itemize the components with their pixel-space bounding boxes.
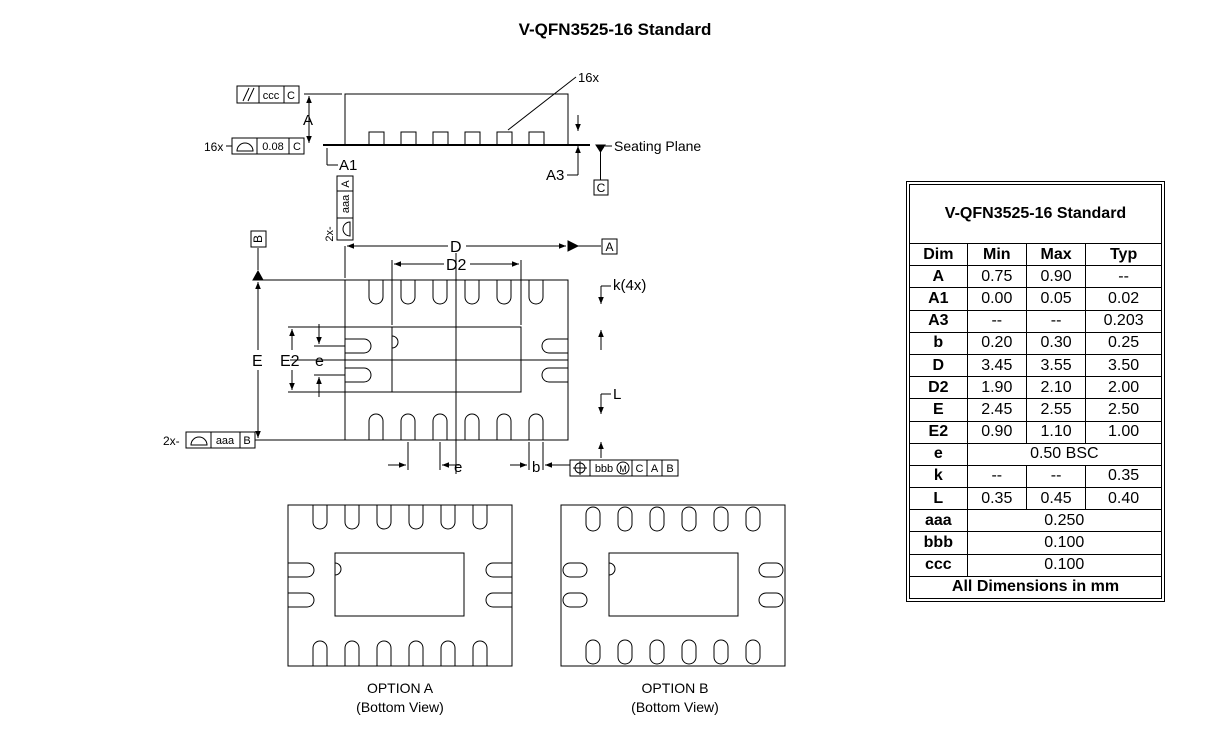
svg-text:A: A [651, 463, 659, 475]
svg-text:B: B [251, 235, 265, 243]
option-b-view [560, 504, 786, 667]
svg-text:C: C [287, 90, 295, 102]
fcf-parallelism: ccc C [236, 85, 300, 104]
table-footer: All Dimensions in mm [909, 575, 1162, 600]
option-b-label: OPTION B (Bottom View) [575, 679, 775, 717]
header-min: Min [966, 242, 1027, 267]
right-leads [541, 338, 568, 383]
label-dim-e-side: e [315, 353, 324, 370]
header-max: Max [1025, 242, 1087, 267]
option-a-label: OPTION A (Bottom View) [300, 679, 500, 717]
header-dim: Dim [909, 242, 968, 267]
page-title: V-QFN3525-16 Standard [518, 20, 712, 39]
svg-text:0.08: 0.08 [262, 141, 283, 153]
label-dim-D2: D2 [446, 257, 467, 274]
svg-text:A: A [605, 240, 613, 254]
fcf-profile-vertical: A aaa 2x- [324, 175, 354, 242]
profile-icon [236, 142, 254, 152]
option-a-view-caption: (Bottom View) [356, 699, 444, 715]
svg-text:B: B [243, 435, 250, 447]
option-b-top-leads [585, 506, 761, 532]
fcf-profile-bottom: aaa B [185, 431, 256, 449]
label-dim-b: b [532, 459, 540, 476]
svg-text:B: B [666, 463, 673, 475]
label-dim-k: k(4x) [613, 277, 646, 294]
label-dim-L: L [613, 386, 621, 403]
svg-text:aaa: aaa [216, 435, 235, 447]
label-2x-left: 2x- [163, 434, 180, 448]
table-title: V-QFN3525-16 Standard [909, 184, 1162, 244]
top-leads [368, 280, 544, 305]
option-a-name: OPTION A [366, 680, 434, 696]
label-dim-e-bottom: e [454, 459, 462, 476]
label-16x-left: 16x [204, 140, 223, 154]
bottom-leads [368, 413, 544, 440]
svg-text:C: C [636, 463, 644, 475]
header-typ: Typ [1085, 242, 1162, 267]
option-b-bottom-leads [585, 639, 761, 665]
label-16x: 16x [578, 70, 599, 85]
label-dim-A1: A1 [339, 157, 357, 174]
main-view [252, 240, 611, 474]
side-view-leads [368, 131, 545, 146]
parallel-icon [242, 87, 250, 102]
option-a-top-leads [312, 505, 488, 530]
table-header-row: Dim Min Max Typ [909, 242, 1162, 267]
datum-C-box: C [593, 179, 609, 196]
side-view-body [344, 93, 569, 146]
svg-text:A: A [340, 180, 352, 188]
option-a-bottom-leads [312, 640, 488, 666]
label-dim-E2: E2 [280, 353, 300, 370]
option-a-view [287, 504, 513, 667]
left-leads [345, 338, 372, 383]
svg-text:C: C [293, 141, 301, 153]
profile-icon [190, 436, 208, 446]
label-seating-plane: Seating Plane [614, 138, 701, 154]
side-view [304, 76, 612, 180]
option-b-name: OPTION B [641, 680, 709, 696]
profile-icon [342, 221, 351, 237]
svg-text:bbb: bbb [595, 463, 613, 475]
table-row: k----0.35 [909, 464, 1162, 489]
svg-text:2x-: 2x- [324, 226, 336, 242]
svg-text:M: M [619, 464, 627, 474]
fcf-profile-side: 0.08 C [231, 137, 305, 155]
mmc-modifier-icon [616, 461, 630, 475]
label-dim-E: E [252, 353, 263, 370]
table-row: A3----0.203 [909, 309, 1162, 333]
svg-text:ccc: ccc [263, 90, 280, 102]
fcf-position: bbb M C A B [569, 459, 679, 477]
datum-B-box: B [250, 230, 267, 248]
option-b-view-caption: (Bottom View) [631, 699, 719, 715]
svg-text:aaa: aaa [340, 194, 352, 213]
label-dim-A3: A3 [546, 167, 564, 184]
datum-A-box: A [601, 238, 618, 255]
label-dim-A: A [303, 112, 313, 129]
label-dim-D: D [450, 239, 462, 256]
svg-text:C: C [597, 181, 606, 195]
